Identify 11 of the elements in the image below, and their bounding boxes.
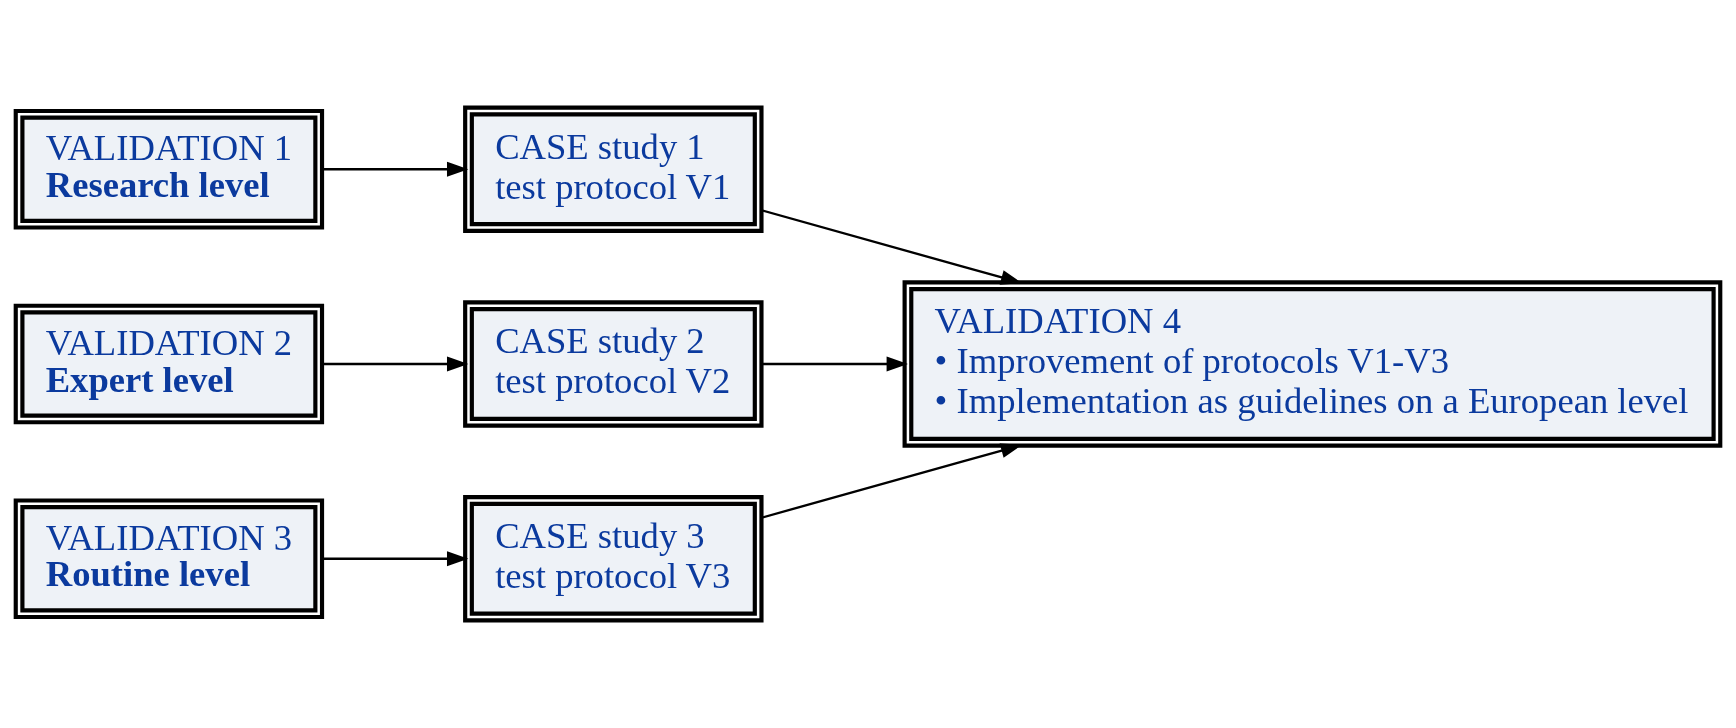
- node-box: VALIDATION 2 Expert level: [13, 303, 325, 425]
- node-box: VALIDATION 1 Research level: [13, 108, 325, 230]
- node-box: CASE study 3 test protocol V3: [463, 495, 764, 623]
- node-box: VALIDATION 3 Routine level: [13, 498, 325, 620]
- node-box: CASE study 1 test protocol V1: [463, 105, 764, 233]
- node-box: CASE study 2 test protocol V2: [463, 300, 764, 428]
- arrow: [761, 356, 908, 372]
- arrow: [322, 161, 469, 177]
- node-box: VALIDATION 4 • Improvement of protocols V1-V3 • Implementation as guidelines on a European level: [902, 280, 1723, 448]
- arrow: [322, 551, 469, 567]
- arrow: [322, 356, 469, 372]
